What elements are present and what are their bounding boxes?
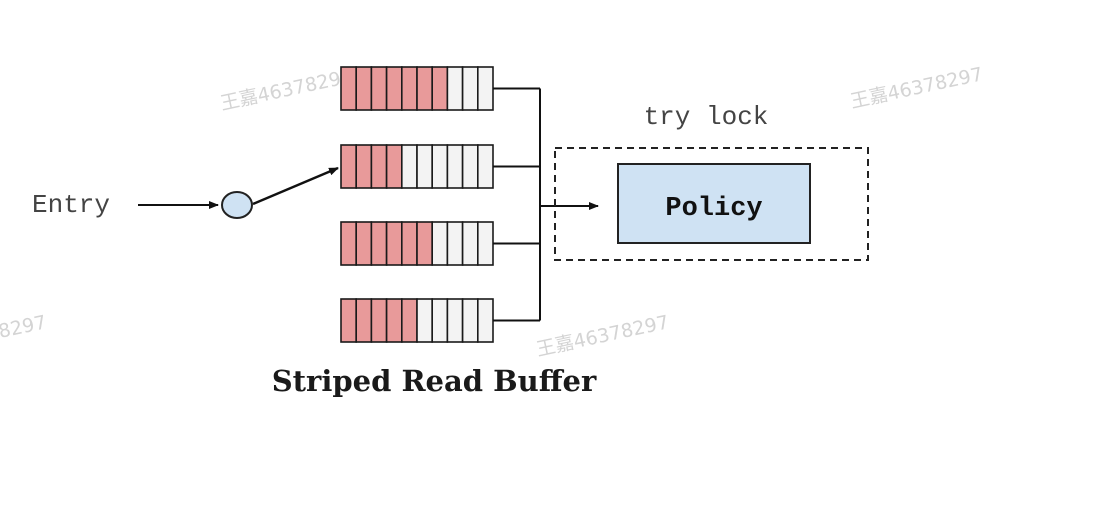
- buffer-slot-empty: [400, 144, 418, 189]
- watermark-text: 王嘉46378297: [534, 311, 670, 361]
- buffer-slot-empty: [431, 144, 449, 189]
- buffer-slot-empty: [476, 298, 494, 343]
- buffer-slot-empty: [461, 298, 479, 343]
- buffer-slot-filled: [385, 298, 403, 343]
- entry-label: Entry: [32, 190, 110, 220]
- try-lock-region: [554, 147, 869, 261]
- buffer-slot-filled: [355, 144, 373, 189]
- buffer-slot-filled: [370, 66, 388, 111]
- buffer-slot-empty: [446, 144, 464, 189]
- buffer-slot-filled: [370, 221, 388, 266]
- policy-label: Policy: [665, 194, 762, 224]
- buffer-slot-empty: [476, 66, 494, 111]
- buffer-slot-filled: [400, 298, 418, 343]
- buffer-slot-filled: [416, 66, 433, 111]
- buffer-slot-filled: [431, 66, 449, 111]
- buffer-slot-filled: [340, 144, 357, 189]
- diagram-caption: Striped Read Buffer: [272, 364, 597, 398]
- buffer-slot-empty: [446, 66, 464, 111]
- buffer-slot-empty: [476, 144, 494, 189]
- buffer-slot-empty: [416, 144, 433, 189]
- buffer-slot-empty: [431, 221, 449, 266]
- read-buffer-3: [340, 221, 494, 266]
- buffer-slot-empty: [446, 221, 464, 266]
- buffer-slot-filled: [385, 221, 403, 266]
- buffer-slot-filled: [370, 144, 388, 189]
- buffer-slot-filled: [340, 298, 357, 343]
- buffer-connectors: [493, 87, 541, 322]
- buffer-slot-empty: [416, 298, 433, 343]
- policy-box: [617, 163, 811, 244]
- buffer-slot-filled: [416, 221, 433, 266]
- try-lock-label: try lock: [644, 102, 769, 132]
- buffer-slot-empty: [446, 298, 464, 343]
- read-buffer-4: [340, 298, 494, 343]
- buffer-stack: [340, 66, 494, 343]
- buffer-slot-empty: [431, 298, 449, 343]
- buffer-slot-empty: [461, 144, 479, 189]
- buffer-slot-filled: [355, 66, 373, 111]
- buffer-slot-filled: [400, 221, 418, 266]
- buffer-slot-filled: [400, 66, 418, 111]
- dispatch-arrow: [252, 166, 339, 206]
- buffer-slot-filled: [385, 144, 403, 189]
- buffer-slot-filled: [385, 66, 403, 111]
- read-buffer-2: [340, 144, 494, 189]
- buffer-slot-filled: [340, 66, 357, 111]
- watermark-text: 王嘉46378297: [848, 63, 984, 113]
- read-buffer-1: [340, 66, 494, 111]
- buffer-slot-filled: [355, 221, 373, 266]
- buffer-slot-empty: [461, 221, 479, 266]
- buffer-slot-filled: [370, 298, 388, 343]
- buffer-slot-empty: [461, 66, 479, 111]
- buffer-slot-filled: [340, 221, 357, 266]
- watermark-text: 王嘉46378297: [218, 65, 354, 115]
- buffer-slot-filled: [355, 298, 373, 343]
- buffer-slot-empty: [476, 221, 494, 266]
- watermark-text: 8297: [0, 311, 48, 343]
- dispatch-node: [221, 191, 253, 219]
